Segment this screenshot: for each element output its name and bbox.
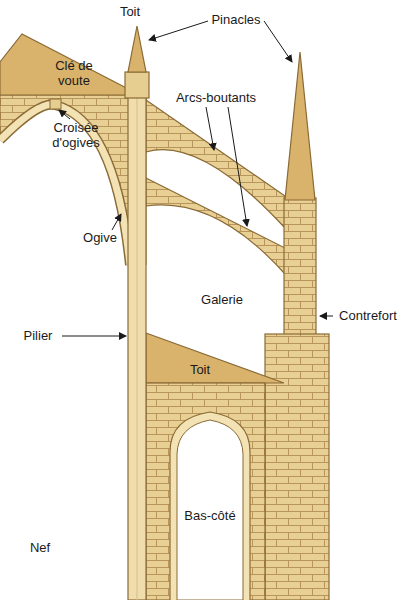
vault-web [0, 95, 146, 265]
leader-lines [59, 21, 333, 336]
roof [0, 34, 140, 95]
keystone [50, 99, 61, 109]
part-label: Clé de voute [44, 58, 104, 88]
aisle-roof [146, 333, 284, 383]
part-label: Ogive [75, 230, 125, 245]
flying-buttress [146, 100, 285, 228]
part-label: Toit [108, 4, 152, 19]
buttress [265, 334, 329, 600]
part-label: Nef [18, 540, 62, 555]
pillar [128, 96, 146, 600]
buttress-tower [284, 198, 316, 338]
part-label: Croisée d'ogives [39, 120, 113, 150]
part-label: Arcs-boutants [166, 90, 266, 105]
arch-molding [170, 412, 250, 600]
part-label: Galerie [190, 292, 254, 307]
part-label: Contrefort [333, 308, 403, 323]
flying-buttress [146, 178, 285, 274]
pillar-cap [125, 72, 149, 98]
aisle-wall [146, 383, 265, 600]
part-label: Toit [178, 362, 222, 377]
pinnacle [128, 26, 146, 72]
ogive-rib-outline [0, 104, 130, 265]
part-label: Pinacles [200, 12, 272, 27]
part-label: Pilier [13, 328, 63, 343]
pillar-shade [137, 98, 138, 600]
part-label: Bas-côté [174, 508, 246, 523]
pinnacle [285, 52, 315, 200]
ogive-rib [0, 104, 130, 265]
